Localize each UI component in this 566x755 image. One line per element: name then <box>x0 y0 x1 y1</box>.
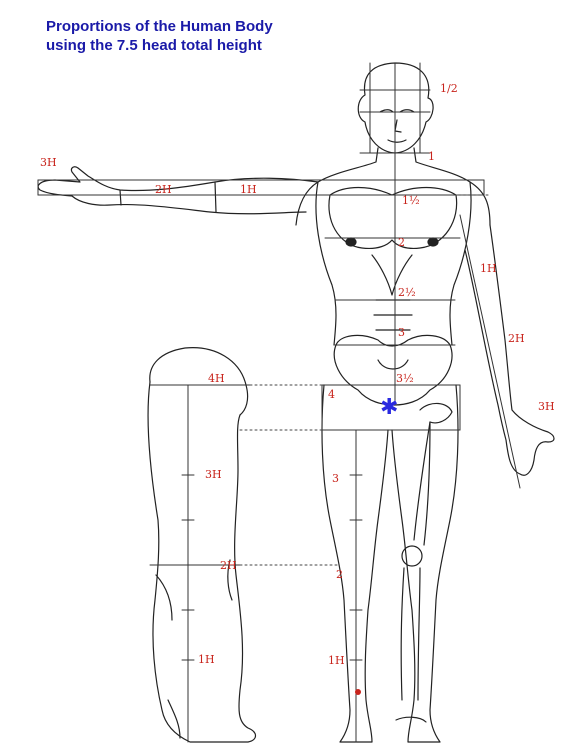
mark-half-top: 1/2 <box>440 82 458 95</box>
title-line-2: using the 7.5 head total height <box>46 37 262 54</box>
mark-3-leg: 3 <box>332 472 339 485</box>
mark-2-5: 2½ <box>398 286 416 299</box>
dotted-connectors <box>239 194 491 566</box>
front-figure-drawing <box>37 62 555 743</box>
arm-forearm-2h: 2H <box>155 183 172 196</box>
side-leg-drawing <box>147 347 257 743</box>
mark-2-knee: 2 <box>336 568 343 581</box>
tick-marks <box>181 474 363 661</box>
mark-3: 3 <box>398 326 405 339</box>
arm-upper-1h: 1H <box>240 183 257 196</box>
mark-1h-shin: 1H <box>328 654 345 667</box>
midpoint-asterisk: ✱ <box>380 395 398 420</box>
mark-1: 1 <box>428 150 435 163</box>
right-arm-2h: 2H <box>508 332 525 345</box>
side-leg-4h: 4H <box>208 372 225 385</box>
mark-4: 4 <box>328 388 335 401</box>
side-leg-1h: 1H <box>198 653 215 666</box>
side-leg-3h: 3H <box>205 468 222 481</box>
guide-lines <box>37 62 521 743</box>
side-leg-2h: 2H <box>220 559 237 572</box>
mark-1-5: 1½ <box>402 194 420 207</box>
mark-2: 2 <box>398 236 405 249</box>
right-hand-3h: 3H <box>538 400 555 413</box>
arm-hand-3h: 3H <box>40 156 57 169</box>
mark-3-5: 3½ <box>396 372 414 385</box>
right-arm-1h: 1H <box>480 262 497 275</box>
title-line-1: Proportions of the Human Body <box>46 18 273 35</box>
